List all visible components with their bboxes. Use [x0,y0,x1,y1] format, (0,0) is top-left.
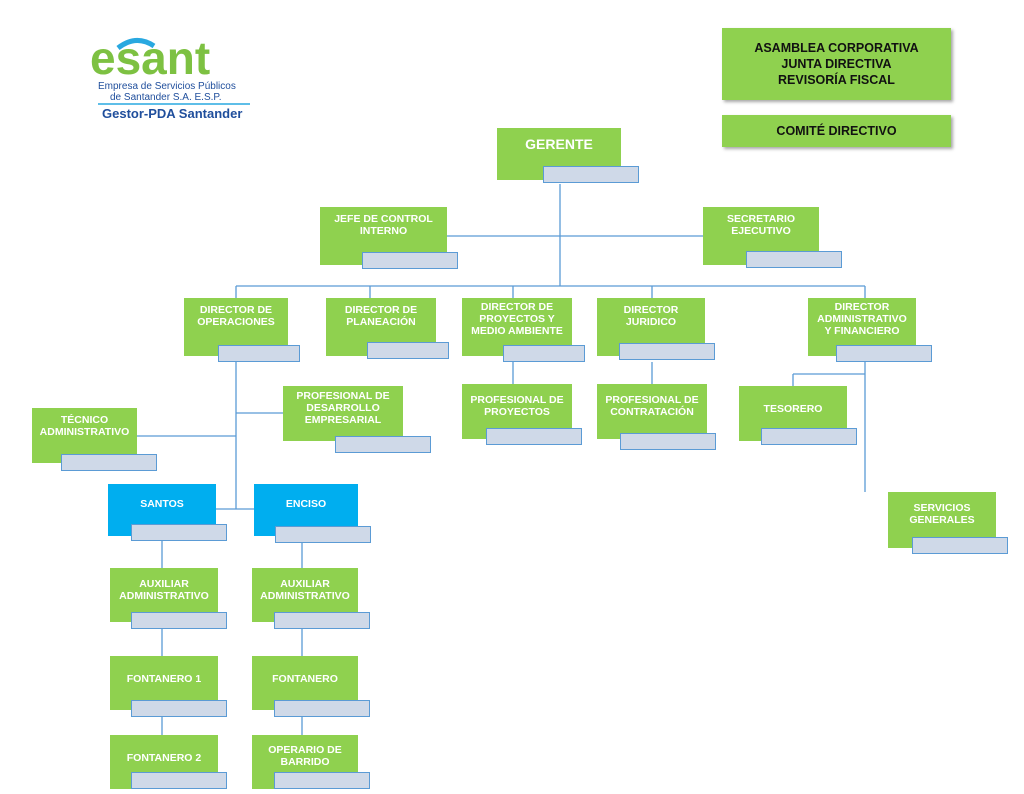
name-field [362,252,458,269]
node-label: DIRECTOR DE PLANEACIÓN [344,304,418,328]
name-field [335,436,431,453]
node-label: DIRECTOR DE OPERACIONES [197,304,275,328]
node-label: PROFESIONAL DE DESARROLLO EMPRESARIAL [296,390,390,426]
node-label: TESORERO [763,403,823,415]
name-field [620,433,716,450]
node-label: TÉCNICO ADMINISTRATIVO [39,414,130,438]
name-field [275,526,371,543]
node-label: SECRETARIO EJECUTIVO [726,213,796,237]
node-label: FONTANERO 1 [126,673,202,685]
node-tecnico-administrativo: TÉCNICO ADMINISTRATIVO [32,408,137,463]
name-field [131,700,227,717]
name-field [218,345,300,362]
node-label: ENCISO [285,498,327,510]
node-auxiliar-santos: AUXILIAR ADMINISTRATIVO [110,568,218,622]
node-label: SANTOS [140,498,184,510]
logo-wordmark: esant [90,32,210,84]
node-profesional-proyectos: PROFESIONAL DE PROYECTOS [462,384,572,439]
node-label: FONTANERO [272,673,338,685]
committee-label: COMITÉ DIRECTIVO [776,124,897,138]
node-label: FONTANERO 2 [126,752,202,764]
name-field [543,166,639,183]
name-field [619,343,715,360]
name-field [746,251,842,268]
node-label: SERVICIOS GENERALES [909,502,975,526]
governance-label: ASAMBLEA CORPORATIVA JUNTA DIRECTIVA REV… [754,41,919,87]
name-field [131,612,227,629]
node-label: JEFE DE CONTROL INTERNO [334,213,433,237]
name-field [274,700,370,717]
node-label: PROFESIONAL DE PROYECTOS [470,394,564,418]
node-profesional-desarrollo: PROFESIONAL DE DESARROLLO EMPRESARIAL [283,386,403,441]
name-field [836,345,932,362]
node-profesional-contratacion: PROFESIONAL DE CONTRATACIÓN [597,384,707,439]
logo-tagline: Gestor-PDA Santander [102,106,242,121]
name-field [486,428,582,445]
name-field [503,345,585,362]
name-field [61,454,157,471]
logo-subtitle-2: de Santander S.A. E.S.P. [110,92,222,103]
node-label: DIRECTOR ADMINISTRATIVO Y FINANCIERO [817,301,907,337]
node-label: DIRECTOR JURIDICO [623,304,679,328]
node-fontanero-2: FONTANERO 2 [110,735,218,789]
node-label: PROFESIONAL DE CONTRATACIÓN [605,394,699,418]
governance-box: ASAMBLEA CORPORATIVA JUNTA DIRECTIVA REV… [722,28,951,100]
name-field [912,537,1008,554]
node-label: DIRECTOR DE PROYECTOS Y MEDIO AMBIENTE [471,301,563,337]
node-label: GERENTE [525,136,593,152]
node-label: AUXILIAR ADMINISTRATIVO [260,578,350,602]
node-label: AUXILIAR ADMINISTRATIVO [119,578,209,602]
node-label: OPERARIO DE BARRIDO [268,744,342,768]
name-field [131,772,227,789]
logo-subtitle-1: Empresa de Servicios Públicos [98,81,236,92]
committee-box: COMITÉ DIRECTIVO [722,115,951,147]
name-field [131,524,227,541]
name-field [367,342,449,359]
name-field [274,772,370,789]
name-field [274,612,370,629]
esant-logo: esant Empresa de Servicios Públicos de S… [90,32,250,121]
name-field [761,428,857,445]
